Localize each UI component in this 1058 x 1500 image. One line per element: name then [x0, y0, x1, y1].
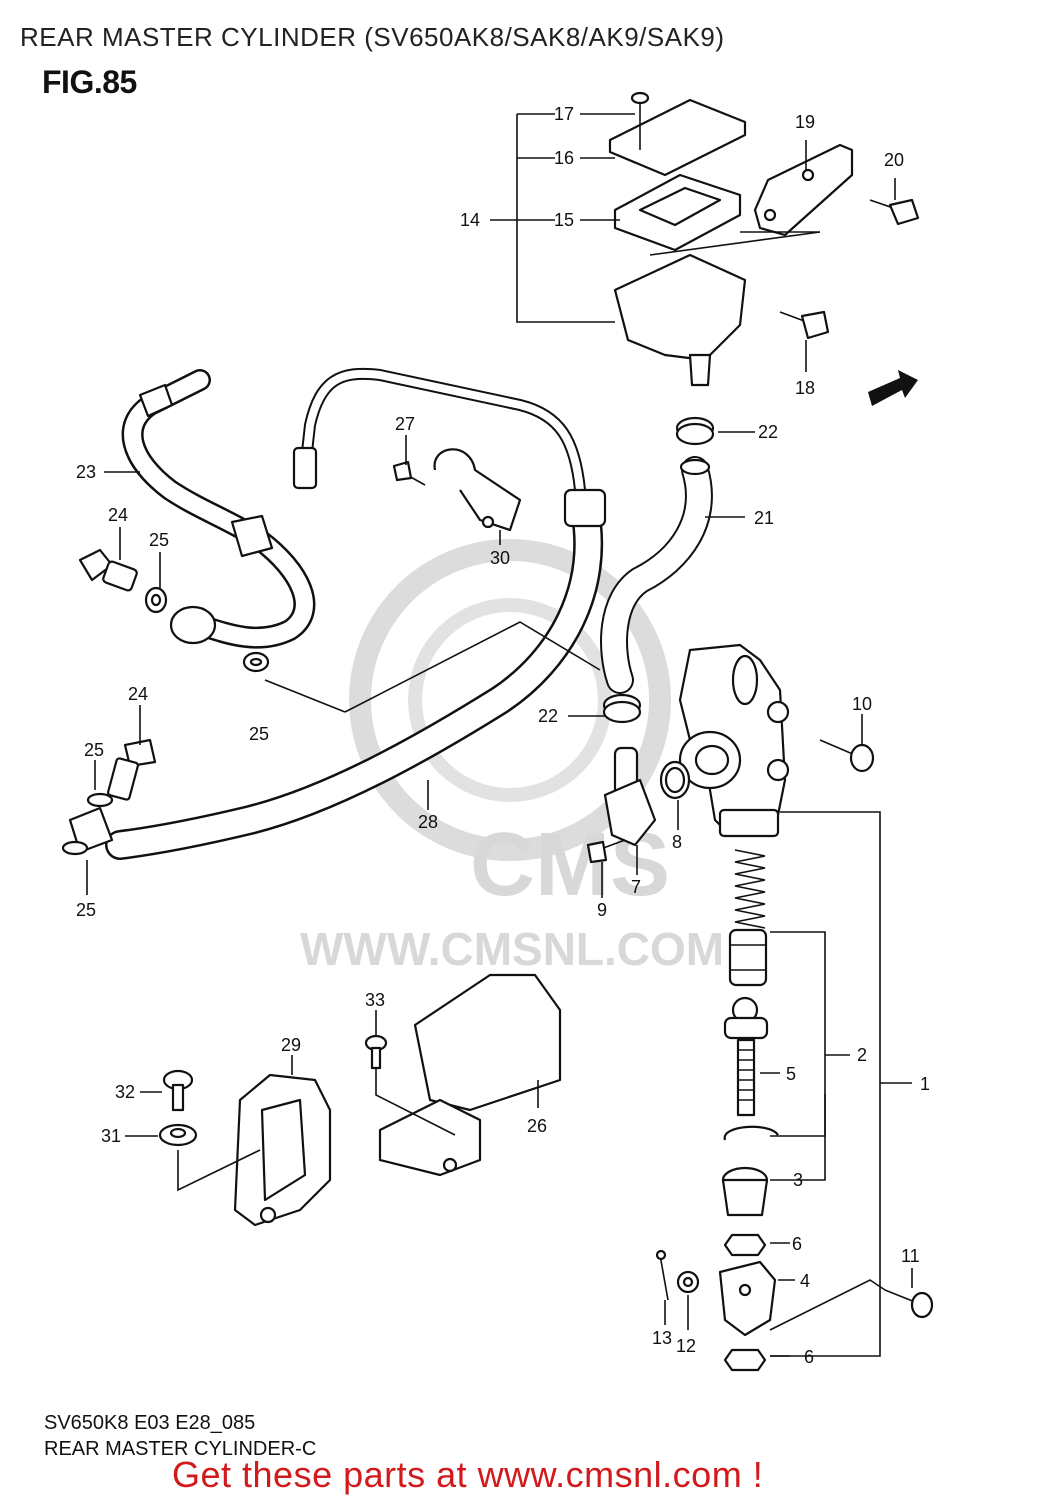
piston	[728, 928, 768, 987]
bolt-27	[392, 460, 426, 486]
screw-32	[162, 1069, 194, 1112]
callout-21: 21	[754, 508, 774, 528]
washer-31	[158, 1123, 198, 1147]
callout-25-lower-b: 25	[76, 900, 96, 920]
master-cylinder-body	[678, 643, 790, 838]
callout-6-upper: 6	[792, 1234, 802, 1254]
push-rod	[723, 996, 769, 1117]
washer-12	[676, 1270, 700, 1294]
callout-4: 4	[800, 1271, 810, 1291]
pipe-clamp	[433, 448, 522, 532]
leader-lines	[86, 113, 913, 1357]
rod-joint	[718, 1260, 777, 1337]
callout-10: 10	[852, 694, 872, 714]
cover-26	[378, 973, 562, 1177]
callout-30: 30	[490, 548, 510, 568]
return-spring	[734, 849, 766, 929]
callout-32: 32	[115, 1082, 135, 1102]
callout-31: 31	[101, 1126, 121, 1146]
callout-3: 3	[793, 1170, 803, 1190]
washer-middle	[242, 651, 270, 673]
nut-lower	[723, 1348, 767, 1372]
callout-22-upper: 22	[758, 422, 778, 442]
screw-33	[364, 1034, 388, 1070]
pin-11	[884, 1289, 934, 1319]
callout-9: 9	[597, 900, 607, 920]
callout-14: 14	[460, 210, 480, 230]
washer-upper	[144, 586, 168, 614]
callout-24-lower: 24	[128, 684, 148, 704]
brake-hose-upper	[121, 369, 316, 649]
callout-25-middle: 25	[249, 724, 269, 744]
callout-20: 20	[884, 150, 904, 170]
callout-1: 1	[920, 1074, 930, 1094]
callout-11: 11	[901, 1246, 920, 1266]
hose-clamp-lower	[602, 693, 642, 724]
callout-labels: 17 16 14 15 19 20 18 22 23 27 21 24 25 3…	[76, 104, 930, 1367]
cover-29	[233, 1073, 332, 1227]
cotter-pin	[655, 1249, 669, 1301]
callout-2: 2	[857, 1045, 867, 1065]
bolt-10	[819, 739, 875, 773]
o-ring	[659, 760, 691, 800]
callout-26: 26	[527, 1116, 547, 1136]
fwd-arrow-icon	[868, 370, 918, 406]
diagram-code: SV650K8 E03 E28_085	[44, 1412, 256, 1434]
washer-lower	[61, 792, 114, 856]
bolt-20	[869, 198, 920, 226]
diagram-caption: REAR MASTER CYLINDER-C	[44, 1438, 317, 1460]
callout-25-lower-a: 25	[84, 740, 104, 760]
circlip	[723, 1125, 779, 1141]
callout-15: 15	[554, 210, 574, 230]
hose-fitting	[603, 746, 657, 847]
callout-19: 19	[795, 112, 815, 132]
callout-23: 23	[76, 462, 96, 482]
callout-8: 8	[672, 832, 682, 852]
callout-28: 28	[418, 812, 438, 832]
callout-27: 27	[395, 414, 415, 434]
callout-24-upper: 24	[108, 505, 128, 525]
callout-6-lower: 6	[804, 1347, 814, 1367]
watermark-url: WWW.CMSNL.COM	[300, 923, 724, 975]
callout-18: 18	[795, 378, 815, 398]
callout-33: 33	[365, 990, 385, 1010]
nut-upper	[723, 1233, 767, 1257]
callout-25-upper: 25	[149, 530, 169, 550]
reservoir-diaphragm	[613, 173, 742, 252]
callout-22-lower: 22	[538, 706, 558, 726]
diagram-title: REAR MASTER CYLINDER (SV650AK8/SAK8/AK9/…	[20, 22, 725, 52]
union-bolt-lower	[107, 738, 157, 801]
reservoir-tank	[613, 253, 747, 387]
reservoir-cap-plate	[608, 91, 747, 177]
callout-7: 7	[631, 877, 641, 897]
callout-29: 29	[281, 1035, 301, 1055]
callout-12: 12	[676, 1336, 696, 1356]
bolt-9	[586, 839, 626, 864]
reservoir-hose	[600, 456, 713, 694]
callout-13: 13	[652, 1328, 672, 1348]
bolt-18	[779, 310, 830, 340]
figure-number: FIG.85	[42, 64, 137, 100]
brake-pipe	[292, 367, 586, 491]
callout-17: 17	[554, 104, 574, 124]
union-bolt-upper	[78, 548, 138, 592]
reservoir-bracket	[753, 143, 854, 237]
cta-link[interactable]: Get these parts at www.cmsnl.com !	[172, 1454, 764, 1495]
callout-16: 16	[554, 148, 574, 168]
brake-hose-lower	[68, 488, 607, 860]
boot	[721, 1166, 769, 1217]
hose-clamp-upper	[675, 416, 715, 446]
callout-5: 5	[786, 1064, 796, 1084]
